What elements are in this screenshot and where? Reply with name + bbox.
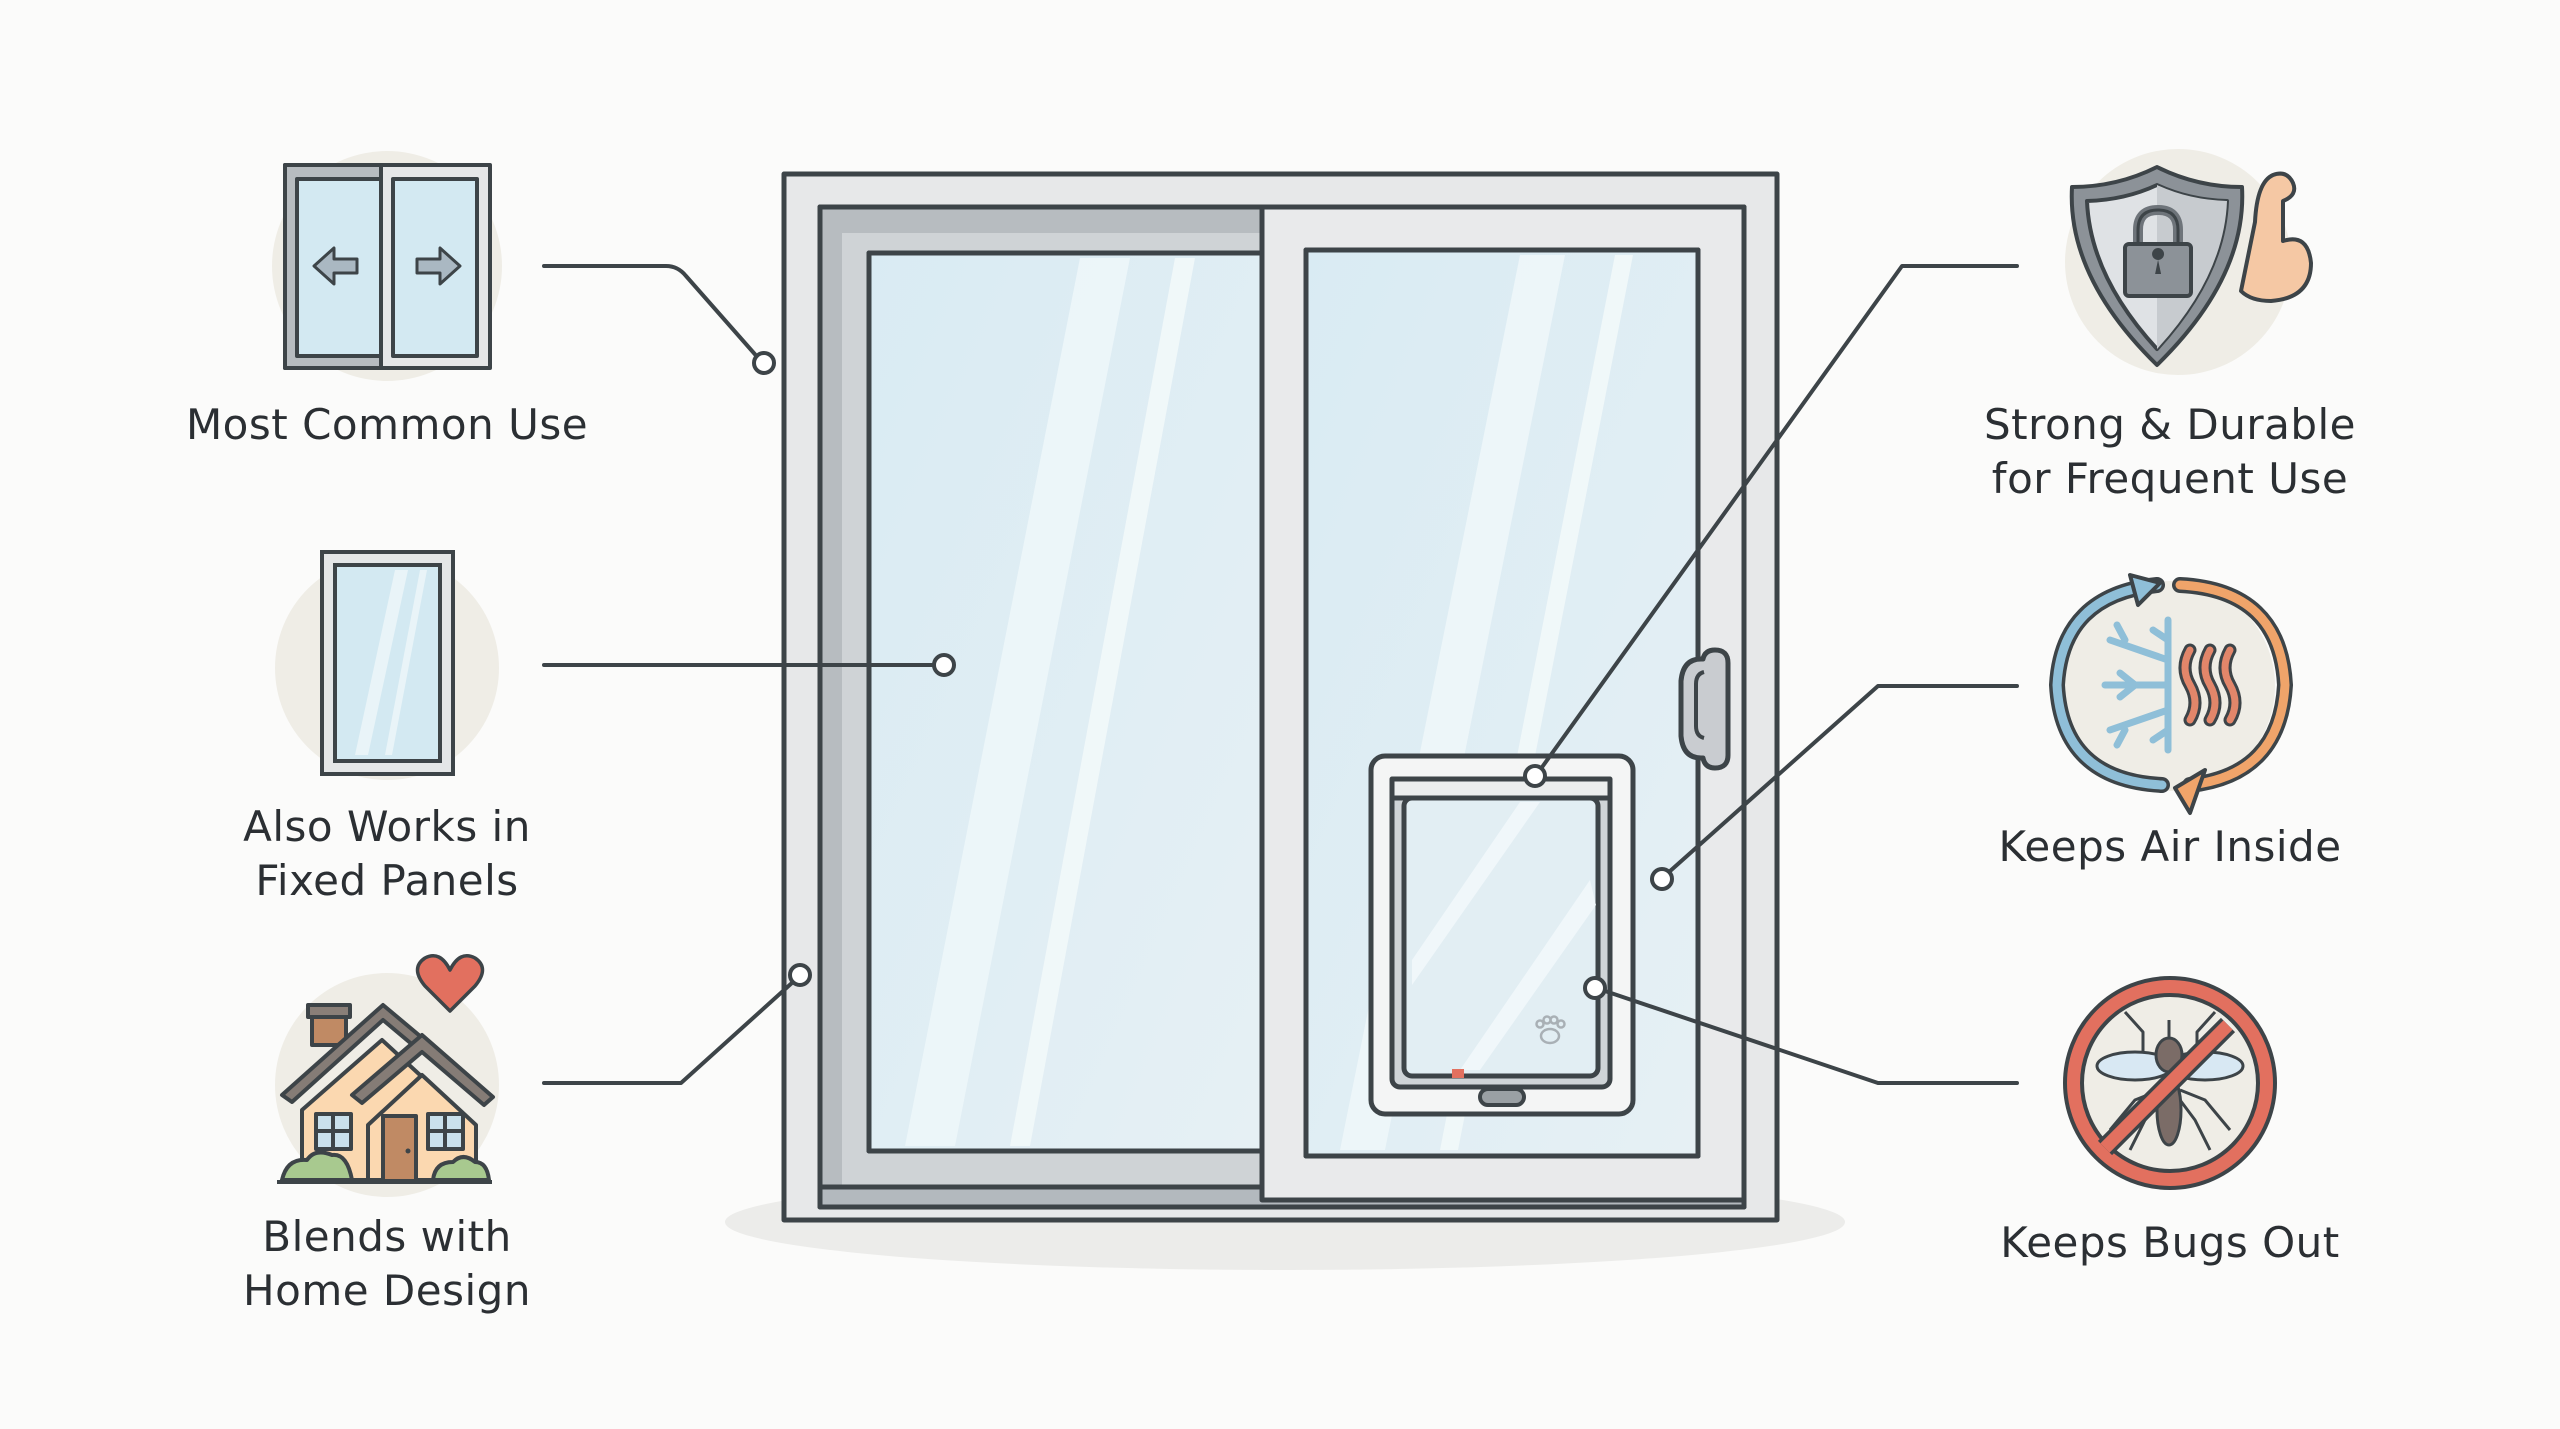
label-line: Keeps Air Inside	[1998, 822, 2342, 871]
label-line: Also Works in	[243, 802, 531, 851]
label-line: Strong & Durable	[1983, 400, 2357, 449]
climate-cycle-icon	[2049, 573, 2293, 815]
pet-door-latch[interactable]	[1478, 1087, 1526, 1107]
connectors	[542, 264, 2019, 1085]
shield-lock-muscle-icon	[2065, 149, 2313, 375]
feature-label-keeps-bugs: Keeps Bugs Out	[1910, 1216, 2430, 1270]
connector-home-design	[542, 980, 795, 1085]
label-line: Blends with	[262, 1212, 512, 1261]
connector-most-common-use	[542, 264, 762, 362]
label-line: Keeps Bugs Out	[2000, 1218, 2340, 1267]
paw-print-icon	[1535, 1015, 1566, 1045]
connector-keeps-bugs	[1603, 989, 2019, 1085]
left-sash	[817, 204, 1265, 1190]
connector-strong-durable	[1538, 264, 2019, 772]
pet-door-flap[interactable]	[1401, 795, 1601, 1079]
label-line: Most Common Use	[185, 400, 589, 449]
no-mosquito-icon	[2063, 976, 2277, 1190]
heat-waves-icon	[2178, 643, 2242, 727]
snowflake-icon	[2101, 616, 2172, 754]
door-handle[interactable]	[1678, 647, 1731, 771]
fixed-panel-window-icon	[275, 550, 499, 780]
feature-label-keeps-air: Keeps Air Inside	[1910, 820, 2430, 874]
feature-label-strong-durable: Strong & Durable for Frequent Use	[1910, 398, 2430, 506]
feature-label-fixed-panels: Also Works in Fixed Panels	[127, 800, 647, 908]
pet-door[interactable]	[1368, 753, 1636, 1117]
label-line: Home Design	[243, 1266, 531, 1315]
connector-keeps-air	[1667, 684, 2019, 874]
sliding-door	[781, 171, 1780, 1223]
feature-label-most-common-use: Most Common Use	[127, 398, 647, 452]
feature-label-home-design: Blends with Home Design	[127, 1210, 647, 1318]
label-line: for Frequent Use	[1991, 454, 2349, 503]
label-line: Fixed Panels	[255, 856, 519, 905]
sliding-door-icon	[272, 151, 502, 381]
house-heart-icon	[275, 954, 499, 1197]
